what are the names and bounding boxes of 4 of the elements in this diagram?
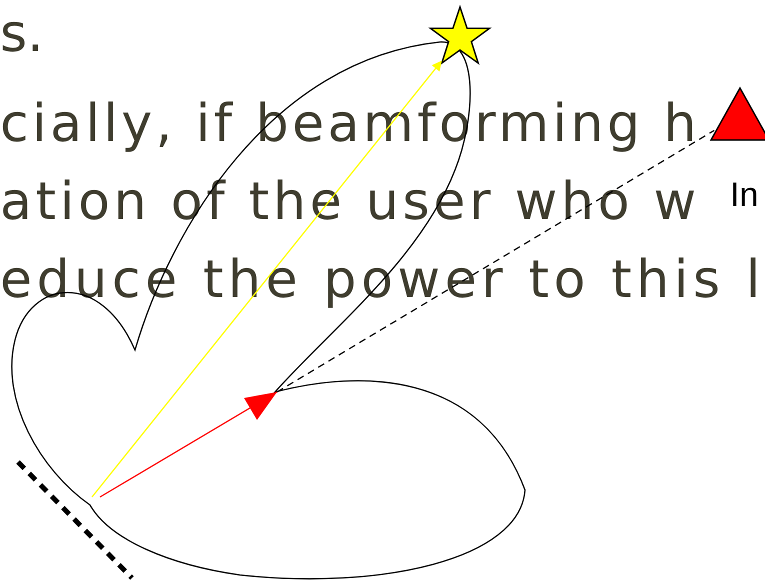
star-icon [428,4,492,66]
label-text: In [730,178,758,212]
paragraph-line: s. [0,8,44,60]
triangle-icon [710,86,765,141]
